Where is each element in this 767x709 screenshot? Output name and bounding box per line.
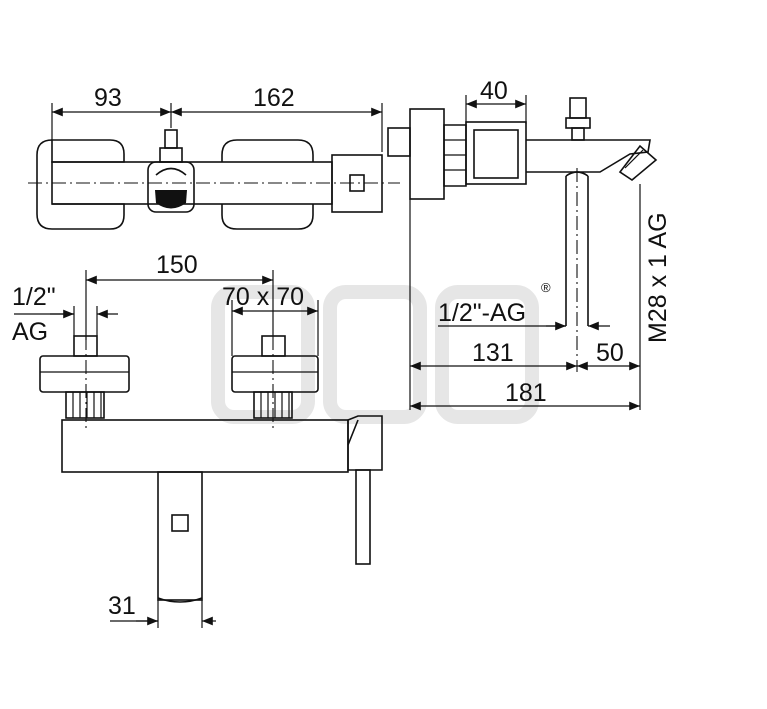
front-view bbox=[14, 270, 383, 628]
thread-inlet-label-line1: 1/2" bbox=[12, 283, 56, 311]
dim-50: 50 bbox=[596, 339, 624, 367]
thread-spout-label: M28 x 1 AG bbox=[644, 212, 672, 343]
registered-mark: ® bbox=[541, 280, 551, 295]
thread-inlet-label-line2: AG bbox=[12, 318, 48, 346]
dim-131: 131 bbox=[472, 339, 514, 367]
dim-70x70: 70 x 70 bbox=[222, 283, 304, 311]
dim-93: 93 bbox=[94, 84, 122, 112]
dim-40: 40 bbox=[480, 77, 508, 105]
dim-150: 150 bbox=[156, 251, 198, 279]
dim-162: 162 bbox=[253, 84, 295, 112]
dim-181: 181 bbox=[505, 379, 547, 407]
side-view bbox=[387, 95, 658, 411]
top-view bbox=[28, 103, 400, 230]
thread-outlet-label: 1/2"-AG bbox=[438, 299, 526, 327]
dim-31: 31 bbox=[108, 592, 136, 620]
watermark-logo bbox=[211, 285, 539, 424]
